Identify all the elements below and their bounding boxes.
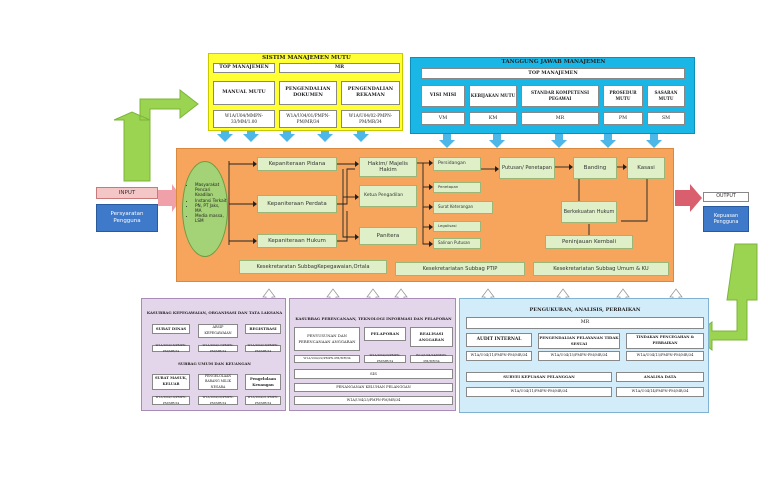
code-umum-2: W1A/U04/20/PMPN-PM/MR/34 (198, 395, 238, 405)
prosedur-mutu: PROSEDUR MUTU (603, 85, 643, 107)
putusan-penetapan: Putusan/ Penetapan (499, 157, 555, 179)
code-survei: W1A/U04/11/PMPN-PM/MR/34 (466, 387, 612, 397)
cyan-down-arrows (439, 134, 662, 148)
surat-masuk-keluar: SURAT MASUK, KELUAR (152, 374, 190, 390)
pengelolaan-keuangan: Pengelolaan Keuangan (245, 374, 281, 390)
analisa-data: ANALISA DATA (616, 372, 704, 382)
ptip-title: KASUBBAG PERENCANAAN, TEKNOLOGI INFORMAS… (295, 316, 452, 321)
panitera: Panitera (359, 227, 417, 245)
pengukuran-mr: MR (466, 317, 704, 329)
arsip-kepegawaian: ARSIP KEPEGAWAIAN (198, 324, 238, 338)
stakeholder-item: Instansi Terkait (195, 198, 227, 203)
code-ptip-3: W1A/U04/24/PMPN-PM/MR/34 (410, 353, 453, 363)
code-pengendalian: W1A/U04/15/PMPN-PM/MR/34 (538, 351, 620, 361)
legalisasi: Legalisasi (433, 221, 481, 232)
code-tindakan: W1A/U04/13/PMPN-PM/MR/34 (626, 351, 704, 361)
kepaniteraan-perdata: Kepaniteraan Perdata (257, 195, 337, 213)
input-label: INPUT (96, 187, 158, 199)
kesekretariatan-umum: Kesekretariatan Subbag Umum & KU (533, 262, 669, 276)
stakeholder-list: Masyarakat Pencari Keadilan Instansi Ter… (189, 182, 227, 224)
code-dokumen: W1A/U04/01/PMPN-PM/MR/34 (279, 110, 337, 128)
penyusunan-anggaran: PENYUSUNAN DAN PERENCANAAN ANGGARAN (294, 327, 360, 351)
code-umum-1: W1A/U04/19/PMPN-PM/MR/34 (152, 395, 190, 405)
penanganan-keluhan: PENANGANAN KELUHAN PELANGGAN (294, 383, 453, 392)
kesekretariatan-kepegawaian: Kesekretaratan SubbagKepegawaian,Ortala (239, 260, 387, 274)
green-arrow-left (113, 88, 199, 182)
code-kepeg-2: W1A/U04/17/PMPN-PM/MR/34 (198, 343, 238, 353)
code-pm: PM (603, 112, 643, 125)
ptip-sis: SIS (294, 369, 453, 379)
pelaporan: PELAPORAN (364, 327, 406, 341)
code-analisa: W1A/U04/14/PMPN-PM/MR/34 (616, 387, 704, 397)
kasasi: Kasasi (627, 157, 665, 179)
kebijakan-mutu: KEBIJAKAN MUTU (469, 85, 517, 107)
code-kepeg-1: W1A/U04/16/PMPN-PM/MR/34 (152, 343, 190, 353)
pengukuran-title: PENGUKURAN, ANALISIS, PERBAIKAN (529, 307, 641, 313)
salinan-putusan: Salinan Putusan (433, 238, 481, 249)
pengendalian-rekaman: PENGENDALIAN REKAMAN (341, 81, 400, 105)
sistim-title: SISTIM MANAJEMEN MUTU (262, 55, 351, 61)
persidangan: Persidangan (433, 157, 481, 171)
code-umum-3: W1A/U04/21/PMPN-PM/MR/34 (245, 395, 281, 405)
ketua-pengadilan: Ketua Pengadilan (359, 185, 417, 207)
survei-kepuasan: SURVEI KEPUASAN PELANGGAN (466, 372, 612, 382)
registrasi: REGISTRASI (245, 324, 281, 334)
stakeholder-item: PN, PT Jaks, MA (195, 203, 227, 213)
code-kepeg-3: W1A/U04/18/PMPN-PM/MR/34 (245, 343, 281, 353)
tindakan-pencegahan: TINDAKAN PENCEGAHAN & PERBAIKAN (626, 333, 704, 349)
code-rekaman: W1A/U04/02-PMPN-PM/MR/34 (341, 110, 400, 128)
visi-misi: VISI MISI (421, 85, 465, 107)
manual-mutu: MANUAL MUTU (213, 81, 275, 105)
tanggung-title: TANGGUNG JAWAB MANAJEMEN (501, 59, 606, 65)
audit-internal: AUDIT INTERNAL (466, 333, 532, 347)
hakim-majelis: Hakim/ Majelis Hakim (359, 157, 417, 177)
surat-keterangan: Surat Keterangan (433, 201, 493, 214)
code-km: KM (469, 112, 517, 125)
subbag-umum-title: SUBBAG UMUM DAN KEUANGAN (178, 361, 251, 366)
code-sm: SM (647, 112, 685, 125)
code-ptip-2: W1A/U04/23/PMPN-PM/MR/34 (364, 353, 406, 363)
code-vm: VM (421, 112, 465, 125)
sasaran-mutu: SASARAN MUTU (647, 85, 685, 107)
code-ptip-1: W1A/U04/22/PMPN-PM/MR/34 (294, 355, 360, 363)
realisasi-anggaran: REALISASI ANGGARAN (410, 327, 453, 347)
code-manual: W1A/U04/MMPN- 33/MM/1.00 (213, 110, 275, 128)
code-ptip-bottom: W1A/U04/25/PMPN-PM/MR/34 (294, 396, 453, 405)
pengendalian-pelayanan: PENGENDALIAN PELAYANAN TIDAK SESUAI (538, 333, 620, 349)
sistim-top-manajemen: TOP MANAJEMEN (213, 63, 275, 73)
code-mr: MR (521, 112, 599, 125)
output-arrow (675, 184, 702, 212)
pengelolaan-barang: PENGELOLAAN BARANG MILIK NEGARA (198, 374, 238, 390)
yellow-down-arrows (217, 128, 369, 142)
ptip-panel: KASUBBAG PERENCANAAN, TEKNOLOGI INFORMAS… (289, 298, 456, 411)
input-box: Persyaratan Pengguna (96, 204, 158, 232)
kepaniteraan-hukum: Kepaniteraan Hukum (257, 234, 337, 248)
pengendalian-dokumen: PENGENDALIAN DOKUMEN (279, 81, 337, 105)
stakeholder-ellipse: Masyarakat Pencari Keadilan Instansi Ter… (182, 161, 228, 257)
tanggung-panel: TANGGUNG JAWAB MANAJEMEN TOP MANAJEMEN V… (410, 57, 695, 134)
peninjauan-kembali: Peninjauan Kembali (545, 235, 633, 249)
process-panel: Masyarakat Pencari Keadilan Instansi Ter… (176, 148, 674, 282)
pengukuran-panel: PENGUKURAN, ANALISIS, PERBAIKAN MR AUDIT… (459, 298, 709, 413)
berkekuatan-hukum: Berkekuatan Hukum (561, 201, 617, 223)
kasubbag-panel: KASUBBAG KEPEGAWAIAN, ORGANISASI DAN TAT… (141, 298, 286, 411)
kepaniteraan-pidana: Kepaniteraan Pidana (257, 157, 337, 171)
standar-kompetensi: STANDAR KOMPETENSI PEGAWAI (521, 85, 599, 107)
surat-dinas: SURAT DINAS (152, 324, 190, 334)
kasubbag-title: KASUBBAG KEPEGAWAIAN, ORGANISASI DAN TAT… (146, 310, 283, 315)
tanggung-top-manajemen: TOP MANAJEMEN (421, 68, 685, 79)
penetapan: Penetapan (433, 182, 481, 193)
kesekretariatan-ptip: Kesekretariatan Subbag PTIP (395, 262, 525, 276)
stakeholder-item: Masyarakat Pencari Keadilan (195, 182, 227, 198)
stakeholder-item: Media massa, LSM (195, 213, 227, 223)
sistim-panel: SISTIM MANAJEMEN MUTU TOP MANAJEMEN MR M… (208, 53, 403, 131)
sistim-mr: MR (279, 63, 400, 73)
output-label: OUTPUT (703, 192, 749, 202)
output-box: Kepuasan Pengguna (703, 206, 749, 232)
process-lines (228, 160, 648, 247)
banding: Banding (573, 157, 617, 179)
code-audit: W1A/U04/11/PMPN-PM/MR/34 (466, 351, 532, 361)
